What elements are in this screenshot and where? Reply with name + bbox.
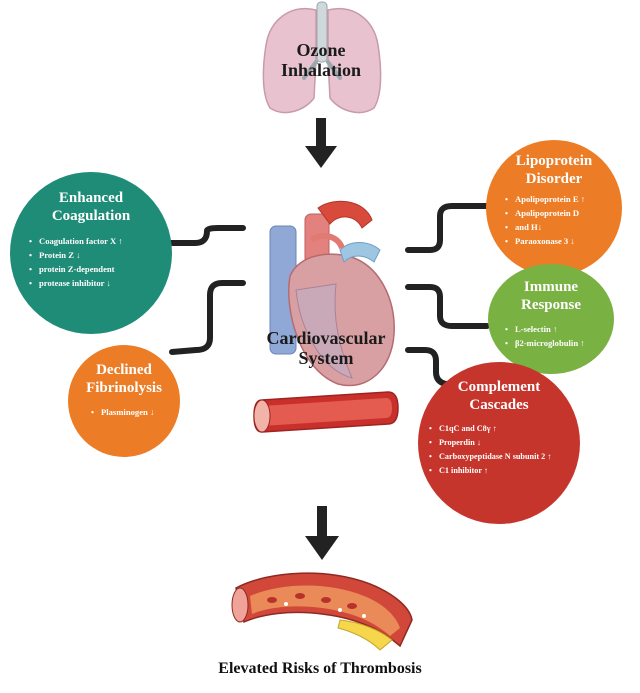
ozone-label-line2: Inhalation	[280, 60, 362, 80]
blood-vessel-illustration	[253, 391, 399, 433]
cardio-label-line1: Cardiovascular	[266, 328, 386, 348]
complement-cascades-list: C1qC and C8γ ↑ Properdin ↓ Carboxypeptid…	[428, 422, 578, 478]
declined-fibrinolysis-title1: Declined	[96, 362, 152, 378]
list-item: β2-microglobulin ↑	[504, 336, 612, 350]
list-item: Coagulation factor X ↑	[28, 234, 168, 248]
list-item: Paraoxonase 3 ↓	[504, 234, 616, 248]
immune-response-title2: Response	[520, 297, 581, 313]
connector-lines	[165, 203, 491, 389]
list-item: Apolipoprotein D	[504, 206, 616, 220]
declined-fibrinolysis-list: Plasminogen ↓	[90, 405, 174, 419]
enhanced-coagulation-title2: Coagulation	[51, 208, 131, 224]
arrow-down-top	[305, 118, 337, 168]
list-item: L-selectin ↑	[504, 322, 612, 336]
immune-response-title1: Immune	[523, 279, 579, 295]
declined-fibrinolysis-node: Declined Fibrinolysis Plasminogen ↓	[68, 345, 180, 457]
ozone-inhalation-label: Ozone Inhalation	[262, 40, 380, 80]
enhanced-coagulation-list: Coagulation factor X ↑ Protein Z ↓ prote…	[28, 234, 168, 290]
complement-cascades-node: Complement Cascades C1qC and C8γ ↑ Prope…	[418, 362, 580, 524]
list-item: Properdin ↓	[428, 436, 578, 450]
enhanced-coagulation-title1: Enhanced	[58, 190, 124, 206]
list-item: protein Z-dependent	[28, 262, 168, 276]
list-item: C1 inhibitor ↑	[428, 464, 578, 478]
list-item: Carboxypeptidase N subunit 2 ↑	[428, 450, 578, 464]
lipoprotein-disorder-title1: Lipoprotein	[515, 153, 593, 169]
complement-cascades-title1: Complement	[457, 379, 541, 395]
list-item: Protein Z ↓	[28, 248, 168, 262]
thrombosis-risk-title: Elevated Risks of Thrombosis	[218, 660, 422, 677]
list-item: and H↓	[504, 220, 616, 234]
list-item: C1qC and C8γ ↑	[428, 422, 578, 436]
list-item: Apolipoprotein E ↑	[504, 192, 616, 206]
list-item: protease inhibitor ↓	[28, 276, 168, 290]
lipoprotein-disorder-list: Apolipoprotein E ↑ Apolipoprotein D and …	[504, 192, 616, 248]
arrow-down-bottom	[305, 506, 339, 560]
list-item: Plasminogen ↓	[90, 405, 174, 419]
lungs-illustration	[262, 1, 382, 114]
lipoprotein-disorder-title2: Disorder	[525, 171, 583, 187]
enhanced-coagulation-node: Enhanced Coagulation Coagulation factor …	[10, 172, 172, 334]
cardiovascular-system-label: Cardiovascular System	[248, 328, 404, 368]
clogged-artery-illustration	[231, 572, 413, 651]
complement-cascades-title2: Cascades	[469, 397, 529, 413]
immune-response-list: L-selectin ↑ β2-microglobulin ↑	[504, 322, 612, 350]
declined-fibrinolysis-title2: Fibrinolysis	[86, 380, 162, 396]
heart-illustration	[269, 200, 395, 387]
immune-response-node: Immune Response L-selectin ↑ β2-microglo…	[488, 264, 614, 374]
ozone-label-line1: Ozone	[296, 40, 346, 60]
cardio-label-line2: System	[298, 348, 354, 368]
lipoprotein-disorder-node: Lipoprotein Disorder Apolipoprotein E ↑ …	[486, 140, 622, 276]
